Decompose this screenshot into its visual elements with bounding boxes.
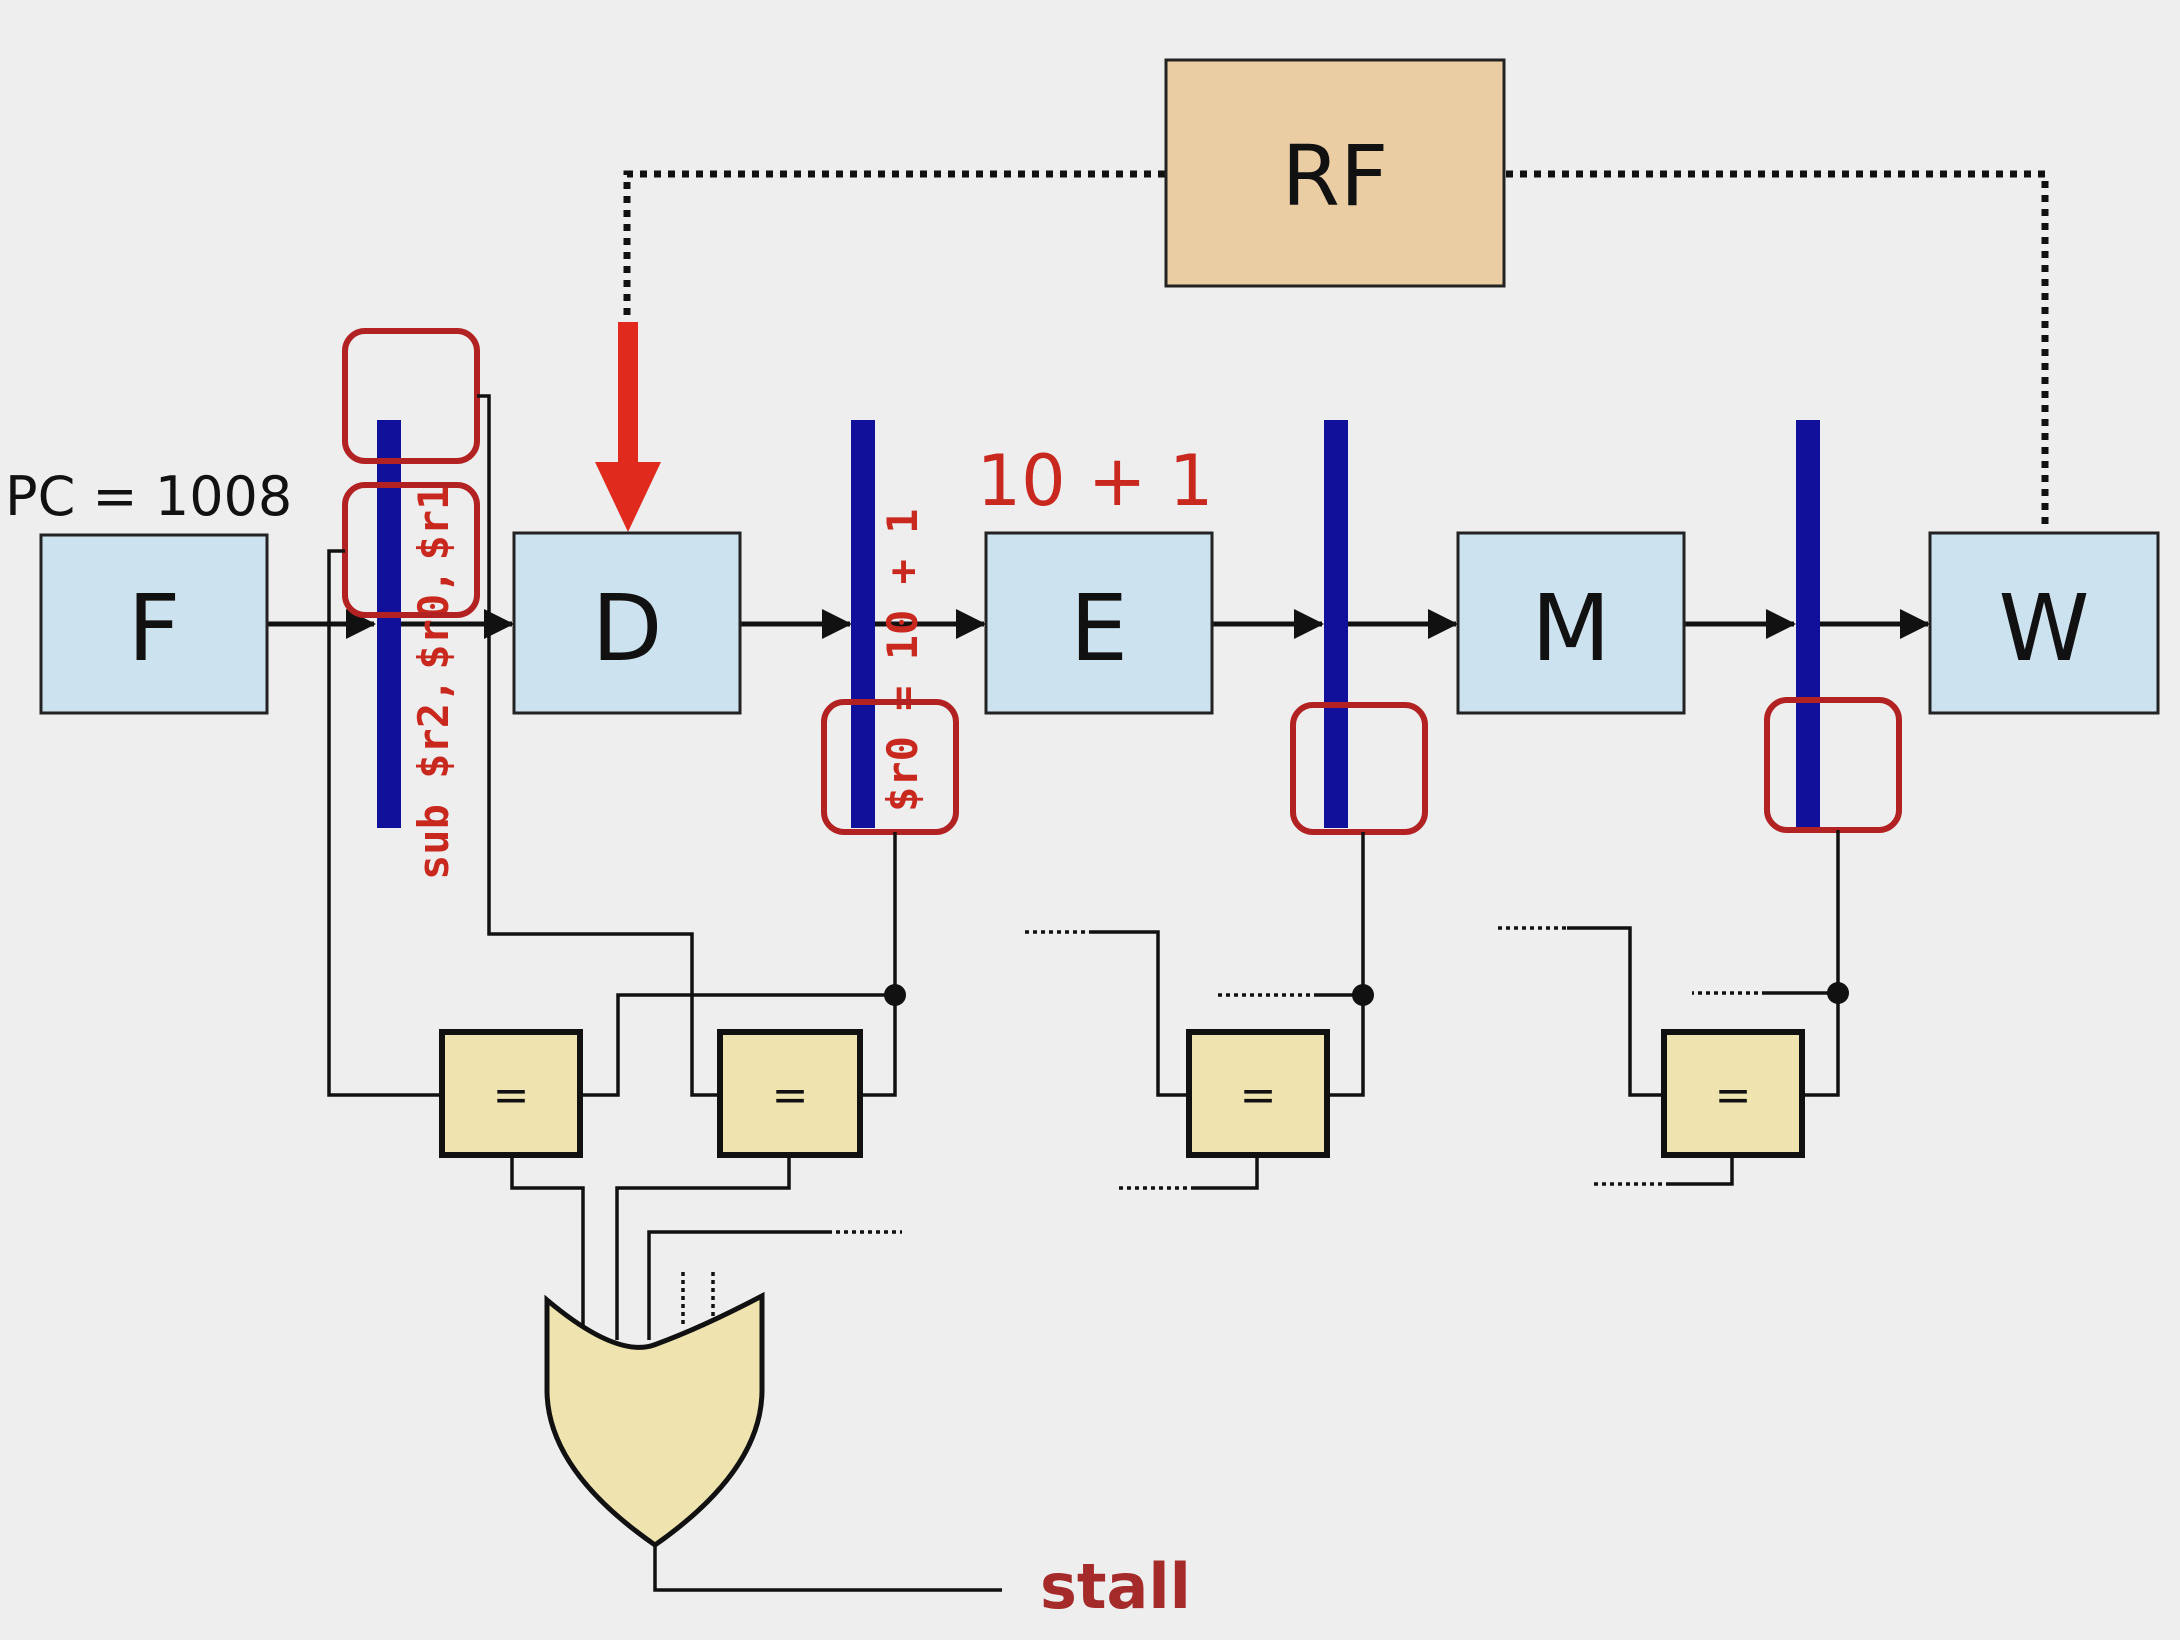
stage-memory: M [1456, 531, 1686, 715]
stage-execute-label: E [1070, 575, 1128, 682]
de-value-text: = 10 + 1 [878, 509, 927, 737]
wire-de-dest-down [860, 832, 897, 1097]
junction-mw [1827, 982, 1849, 1004]
comparator-2-label: = [772, 1070, 809, 1121]
highlight-de-dest [821, 699, 959, 835]
de-instruction-text: $r0 = 10 + 1 [878, 509, 927, 812]
register-file-label: RF [1282, 127, 1389, 225]
stage-memory-label: M [1531, 575, 1610, 682]
rf-write-dotted-line [1506, 170, 2049, 530]
pipeline-register-mw [1796, 420, 1820, 828]
wire-de-dest-to-cmp1 [580, 993, 895, 1097]
stage-writeback: W [1928, 531, 2160, 715]
wire-mw-dest-down [1802, 830, 1840, 1097]
highlight-src2 [342, 328, 480, 464]
stage-execute: E [984, 531, 1214, 715]
wire-em-dest-down [1327, 832, 1365, 1097]
de-dest-operand: $r0 [878, 736, 927, 812]
fd-instruction-opcode: sub $r2, [409, 678, 458, 880]
comparator-4: = [1661, 1029, 1805, 1158]
wire-src1-to-cmp1 [327, 549, 442, 1097]
wire-extra-to-or [647, 1230, 828, 1340]
register-read-arrow [595, 322, 661, 532]
wire-cmp4-out [1670, 1155, 1734, 1186]
stage-decode-label: D [592, 575, 663, 682]
stage-writeback-label: W [1999, 575, 2090, 682]
fd-instruction-text: sub $r2, $r0, $r1 [409, 485, 458, 880]
comparator-3-label: = [1240, 1070, 1277, 1121]
pc-label: PC = 1008 [5, 465, 292, 528]
wire-cmp1-to-or [510, 1155, 585, 1340]
wire-cmp2-to-or [615, 1155, 791, 1340]
pipeline-register-fd [377, 420, 401, 828]
execute-value-label: 10 + 1 [977, 440, 1214, 522]
comparator-2: = [717, 1029, 863, 1158]
pipeline-register-de [851, 420, 875, 828]
wire-or-to-stall [653, 1545, 1002, 1592]
highlight-mw-dest [1764, 697, 1902, 833]
stage-decode: D [512, 531, 742, 715]
highlight-em-dest [1290, 702, 1428, 835]
comparator-4-label: = [1715, 1070, 1752, 1121]
register-file: RF [1164, 58, 1506, 288]
stage-fetch: F [39, 533, 269, 715]
junction-de [884, 984, 906, 1006]
fd-src1-operand: $r0, [409, 569, 458, 670]
rf-read-dotted-line [623, 170, 1165, 320]
comparator-3: = [1186, 1029, 1330, 1158]
wire-mw-left-in [1567, 926, 1664, 1097]
wire-cmp3-out [1195, 1155, 1259, 1190]
stall-label: stall [1040, 1550, 1191, 1623]
or-gate [544, 1291, 765, 1549]
comparator-1: = [439, 1029, 583, 1158]
wire-em-left-in [1092, 930, 1189, 1097]
stage-fetch-label: F [128, 575, 181, 682]
comparator-1-label: = [493, 1070, 530, 1121]
pipeline-register-em [1324, 420, 1348, 828]
wire-src2-to-cmp2 [477, 394, 720, 1097]
fd-src2-operand: $r1 [409, 485, 458, 561]
junction-em [1352, 984, 1374, 1006]
